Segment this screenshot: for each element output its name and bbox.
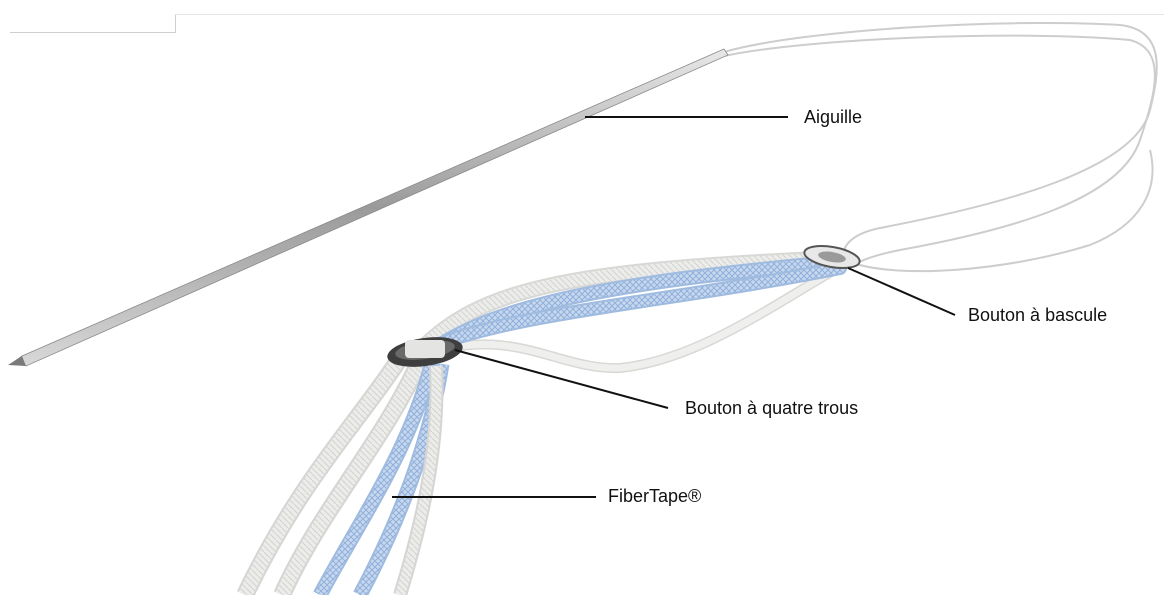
suture-loop [724, 23, 1157, 271]
label-fibertape: FiberTape® [608, 487, 701, 505]
needle [8, 49, 728, 366]
label-needle: Aiguille [804, 108, 862, 126]
fibertape-hanging [245, 358, 442, 595]
label-toggle-button: Bouton à bascule [968, 306, 1107, 324]
callout-line-toggle [848, 268, 955, 315]
label-four-hole-button: Bouton à quatre trous [685, 399, 858, 417]
